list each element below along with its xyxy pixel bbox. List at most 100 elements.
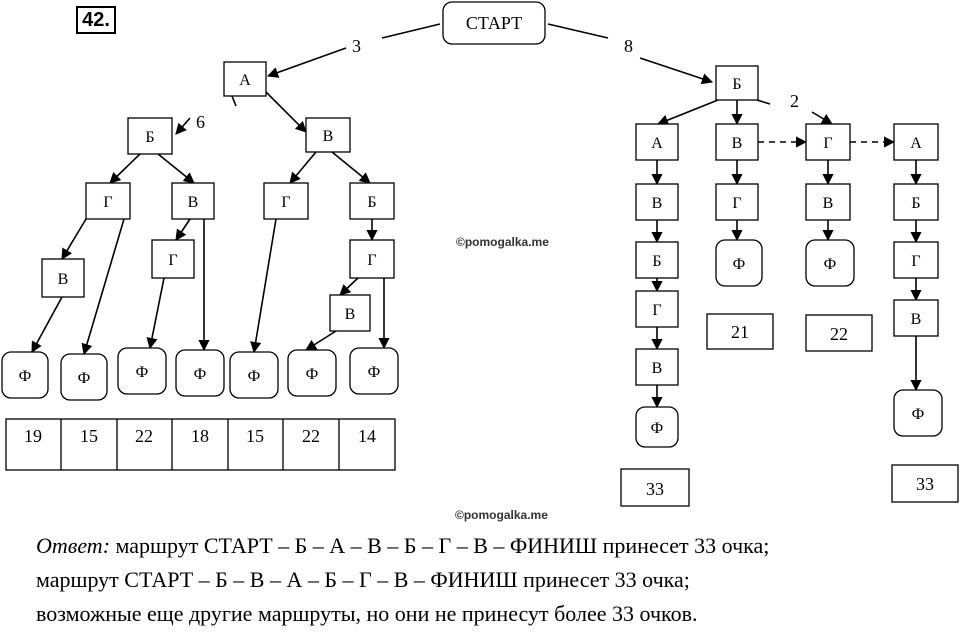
score-box: 33: [646, 479, 664, 499]
edge: [547, 23, 609, 39]
node-label: В: [652, 360, 663, 377]
node-label: Б: [732, 76, 741, 93]
edge: [175, 117, 191, 135]
score-box: 33: [916, 474, 934, 494]
node-label: А: [651, 135, 663, 152]
finish-node: Ф: [349, 347, 399, 395]
node-label: Г: [911, 253, 920, 270]
finish-node: Ф: [287, 349, 337, 397]
problem-number: 42.: [76, 6, 116, 34]
node-label: Ф: [19, 368, 32, 385]
edge: [331, 151, 371, 184]
node-label: А: [910, 135, 922, 152]
start-label: СТАРТ: [466, 13, 522, 33]
edge: [109, 153, 141, 184]
finish-node: Ф: [805, 239, 855, 287]
node-label: Ф: [136, 364, 149, 381]
edge: [289, 151, 317, 184]
node-label: Б: [145, 129, 154, 146]
edge: [175, 218, 191, 241]
start-node: СТАРТ: [442, 1, 546, 45]
node-label: Б: [367, 194, 376, 211]
left-score-table: 19 15 22 18 15 22 14: [5, 418, 396, 471]
score-box: 22: [830, 324, 848, 344]
watermark: ©pomogalka.me: [456, 235, 549, 249]
finish-node: Ф: [60, 353, 108, 401]
edge: [266, 47, 347, 78]
route-node: Б: [349, 182, 395, 220]
node-label: Ф: [733, 256, 746, 273]
edge: [31, 296, 63, 353]
answer-label: Ответ:: [36, 533, 111, 558]
node-label: Ф: [306, 366, 319, 383]
score-box: 21: [731, 322, 749, 342]
node-label: Ф: [248, 368, 261, 385]
answer-line-2: маршрут СТАРТ – Б – В – А – Б – Г – В – …: [36, 567, 690, 592]
route-node: Г: [151, 239, 195, 279]
answer-line-1: Ответ: маршрут СТАРТ – Б – А – В – Б – Г…: [36, 533, 770, 558]
route-node: Б: [715, 65, 759, 101]
route-node: Б: [893, 183, 939, 221]
route-node: А: [893, 123, 939, 161]
edge: [146, 277, 165, 350]
score-cell: 19: [24, 426, 42, 446]
route-node: А: [223, 61, 267, 97]
score-cell: 14: [358, 426, 376, 446]
node-label: В: [58, 271, 69, 288]
route-node: Г: [805, 123, 851, 161]
edge: [61, 218, 87, 260]
node-label: Г: [168, 252, 177, 269]
node-label: В: [823, 195, 834, 212]
score-cell: 15: [80, 426, 98, 446]
edge: [265, 91, 307, 133]
edge-weight-start-a: 3: [352, 36, 361, 56]
node-label: Ф: [194, 366, 207, 383]
route-node: В: [41, 258, 85, 298]
finish-node: Ф: [117, 347, 167, 395]
node-label: Ф: [78, 370, 91, 387]
finish-node: Ф: [1, 351, 49, 399]
route-node: Б: [635, 241, 679, 279]
score-cell: 18: [191, 426, 209, 446]
edge: [339, 277, 359, 296]
finish-node: Ф: [635, 406, 679, 448]
node-label: Б: [911, 195, 920, 212]
route-node: В: [893, 299, 939, 337]
node-label: В: [345, 306, 356, 323]
edge-weight-a-b: 6: [196, 112, 205, 132]
node-label: Г: [652, 302, 661, 319]
edge: [305, 330, 337, 351]
node-label: В: [188, 194, 199, 211]
route-node: Г: [85, 182, 131, 220]
finish-node: Ф: [893, 389, 943, 437]
edge: [157, 153, 195, 184]
finish-node: Ф: [175, 349, 225, 397]
route-node: Г: [715, 183, 759, 221]
edge-weight-b-g: 2: [790, 91, 799, 111]
route-node: В: [805, 183, 851, 221]
route-node: В: [635, 183, 679, 221]
answer-line-3: возможные еще другие маршруты, но они не…: [36, 601, 698, 626]
node-label: Г: [367, 252, 376, 269]
finish-node: Ф: [715, 239, 763, 287]
edge: [250, 218, 277, 354]
node-label: А: [239, 72, 251, 89]
node-label: Ф: [824, 256, 837, 273]
node-label: Ф: [368, 364, 381, 381]
route-node: А: [635, 123, 679, 161]
route-node: Г: [263, 182, 309, 220]
route-node: В: [305, 117, 351, 153]
watermark: ©pomogalka.me: [455, 508, 548, 522]
node-label: В: [911, 311, 922, 328]
node-label: Г: [823, 135, 832, 152]
score-cell: 22: [302, 426, 320, 446]
edge: [756, 99, 771, 105]
edge: [81, 218, 125, 356]
edge: [381, 23, 441, 39]
route-node: В: [635, 348, 679, 386]
edge: [811, 111, 833, 125]
route-node: Г: [635, 290, 679, 328]
score-cell: 15: [246, 426, 264, 446]
node-label: В: [323, 128, 334, 145]
